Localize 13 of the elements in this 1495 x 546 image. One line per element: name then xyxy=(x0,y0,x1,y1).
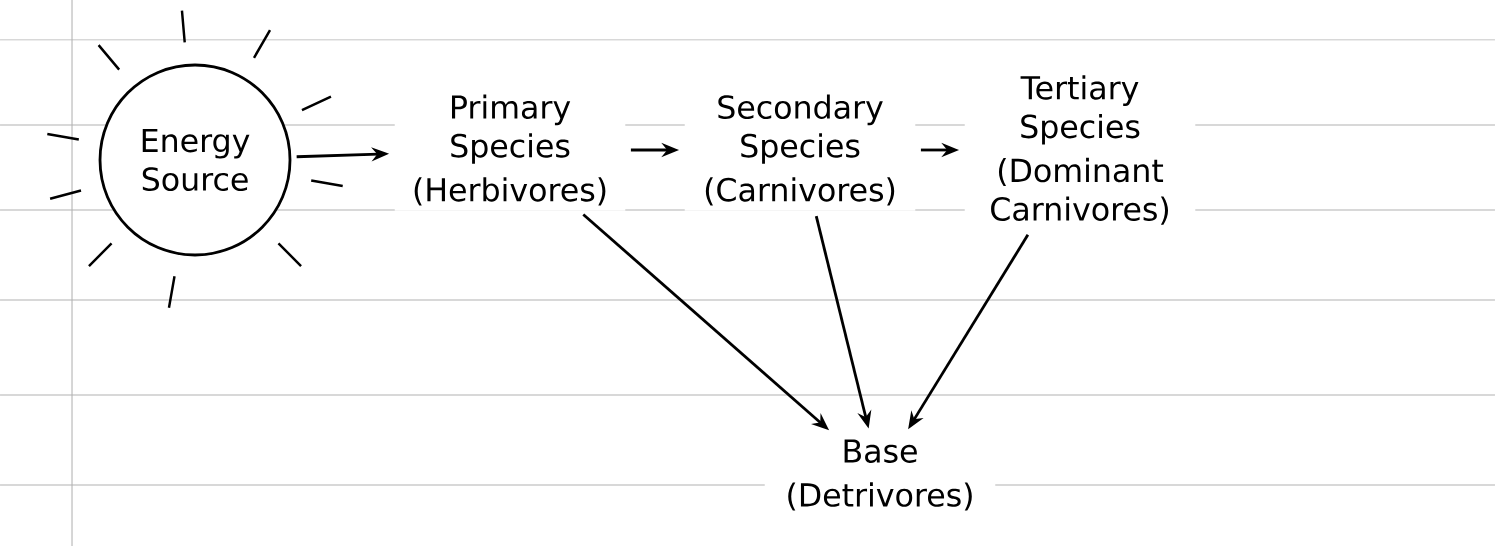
node-label: Primary Species xyxy=(451,94,571,164)
text-node: Base (Detrivores) xyxy=(764,434,996,516)
circle-node: Energy Source xyxy=(98,63,292,257)
node-label: Base xyxy=(844,439,917,463)
node-label: (Dominant Carnivores) xyxy=(991,157,1169,225)
node-label: Secondary Species xyxy=(718,94,883,164)
node-label: (Carnivores) xyxy=(705,177,895,206)
text-node: Primary Species (Herbivores) xyxy=(394,89,626,211)
text-node: Secondary Species (Carnivores) xyxy=(684,89,916,211)
text-node: Tertiary Species (Dominant Carnivores) xyxy=(964,70,1196,230)
node-label: (Detrivores) xyxy=(788,482,972,511)
node-label: Tertiary Species xyxy=(1020,75,1140,145)
node-label: (Herbivores) xyxy=(414,177,606,206)
